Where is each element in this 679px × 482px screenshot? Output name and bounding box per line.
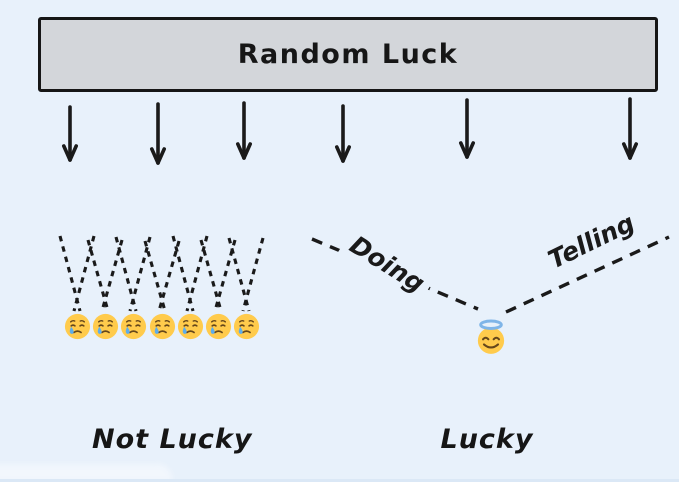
crying-face xyxy=(176,312,205,345)
not-lucky-label: Not Lucky xyxy=(92,424,253,455)
crying-face xyxy=(91,312,120,345)
crying-face-icon xyxy=(120,313,146,340)
crying-face-icon xyxy=(64,313,90,340)
down-arrow-head xyxy=(242,142,252,160)
dashed-line xyxy=(241,237,265,312)
crying-face-icon xyxy=(233,313,259,340)
crying-face xyxy=(232,312,261,345)
telling-dashed-line xyxy=(505,235,670,314)
not-lucky-dashed-lines xyxy=(58,235,96,312)
bottom-left-highlight xyxy=(0,464,172,482)
dashed-line xyxy=(227,237,251,312)
down-arrow-head xyxy=(341,145,352,163)
down-arrow xyxy=(236,101,252,160)
dashed-line xyxy=(72,235,96,312)
lucky-label: Lucky xyxy=(440,424,534,455)
dashed-line xyxy=(114,236,138,312)
dashed-line xyxy=(157,240,181,312)
down-arrow-head xyxy=(458,141,469,159)
halo-emoji xyxy=(476,317,506,359)
dashed-line xyxy=(86,239,110,312)
not-lucky-dashed-lines xyxy=(227,237,265,312)
down-arrow xyxy=(621,97,639,160)
down-arrow xyxy=(61,105,78,162)
dashed-line xyxy=(143,240,167,312)
down-arrow xyxy=(458,98,476,159)
down-arrow-head xyxy=(465,141,476,159)
not-lucky-dashed-lines xyxy=(199,239,237,312)
down-arrow-head xyxy=(236,142,246,160)
crying-face-icon xyxy=(149,313,175,340)
crying-face-icon xyxy=(205,313,231,340)
crying-face-icon xyxy=(92,313,118,340)
crying-face xyxy=(119,312,148,345)
random-luck-title: Random Luck xyxy=(237,39,459,70)
down-arrow-head xyxy=(156,147,166,165)
dashed-line xyxy=(128,236,152,312)
bottom-strip xyxy=(0,479,679,482)
random-luck-box: Random Luck xyxy=(38,17,658,92)
down-arrow-head xyxy=(61,144,72,162)
dashed-line xyxy=(199,239,223,312)
crying-face xyxy=(148,312,177,345)
crying-face-icon xyxy=(177,313,203,340)
not-lucky-dashed-lines xyxy=(86,239,124,312)
down-arrow-head xyxy=(334,145,345,163)
crying-face xyxy=(204,312,233,345)
down-arrow-head xyxy=(68,144,78,162)
dashed-line xyxy=(185,235,209,312)
down-arrow-head xyxy=(628,142,639,160)
down-arrow xyxy=(150,102,166,165)
down-arrow-head xyxy=(150,147,160,165)
not-lucky-dashed-lines xyxy=(114,236,152,312)
down-arrow xyxy=(334,104,352,163)
not-lucky-dashed-lines xyxy=(143,240,181,312)
down-arrow-head xyxy=(621,142,632,160)
smiling-face-with-halo-icon xyxy=(477,319,505,354)
crying-face xyxy=(63,312,92,345)
not-lucky-dashed-lines xyxy=(171,235,209,312)
